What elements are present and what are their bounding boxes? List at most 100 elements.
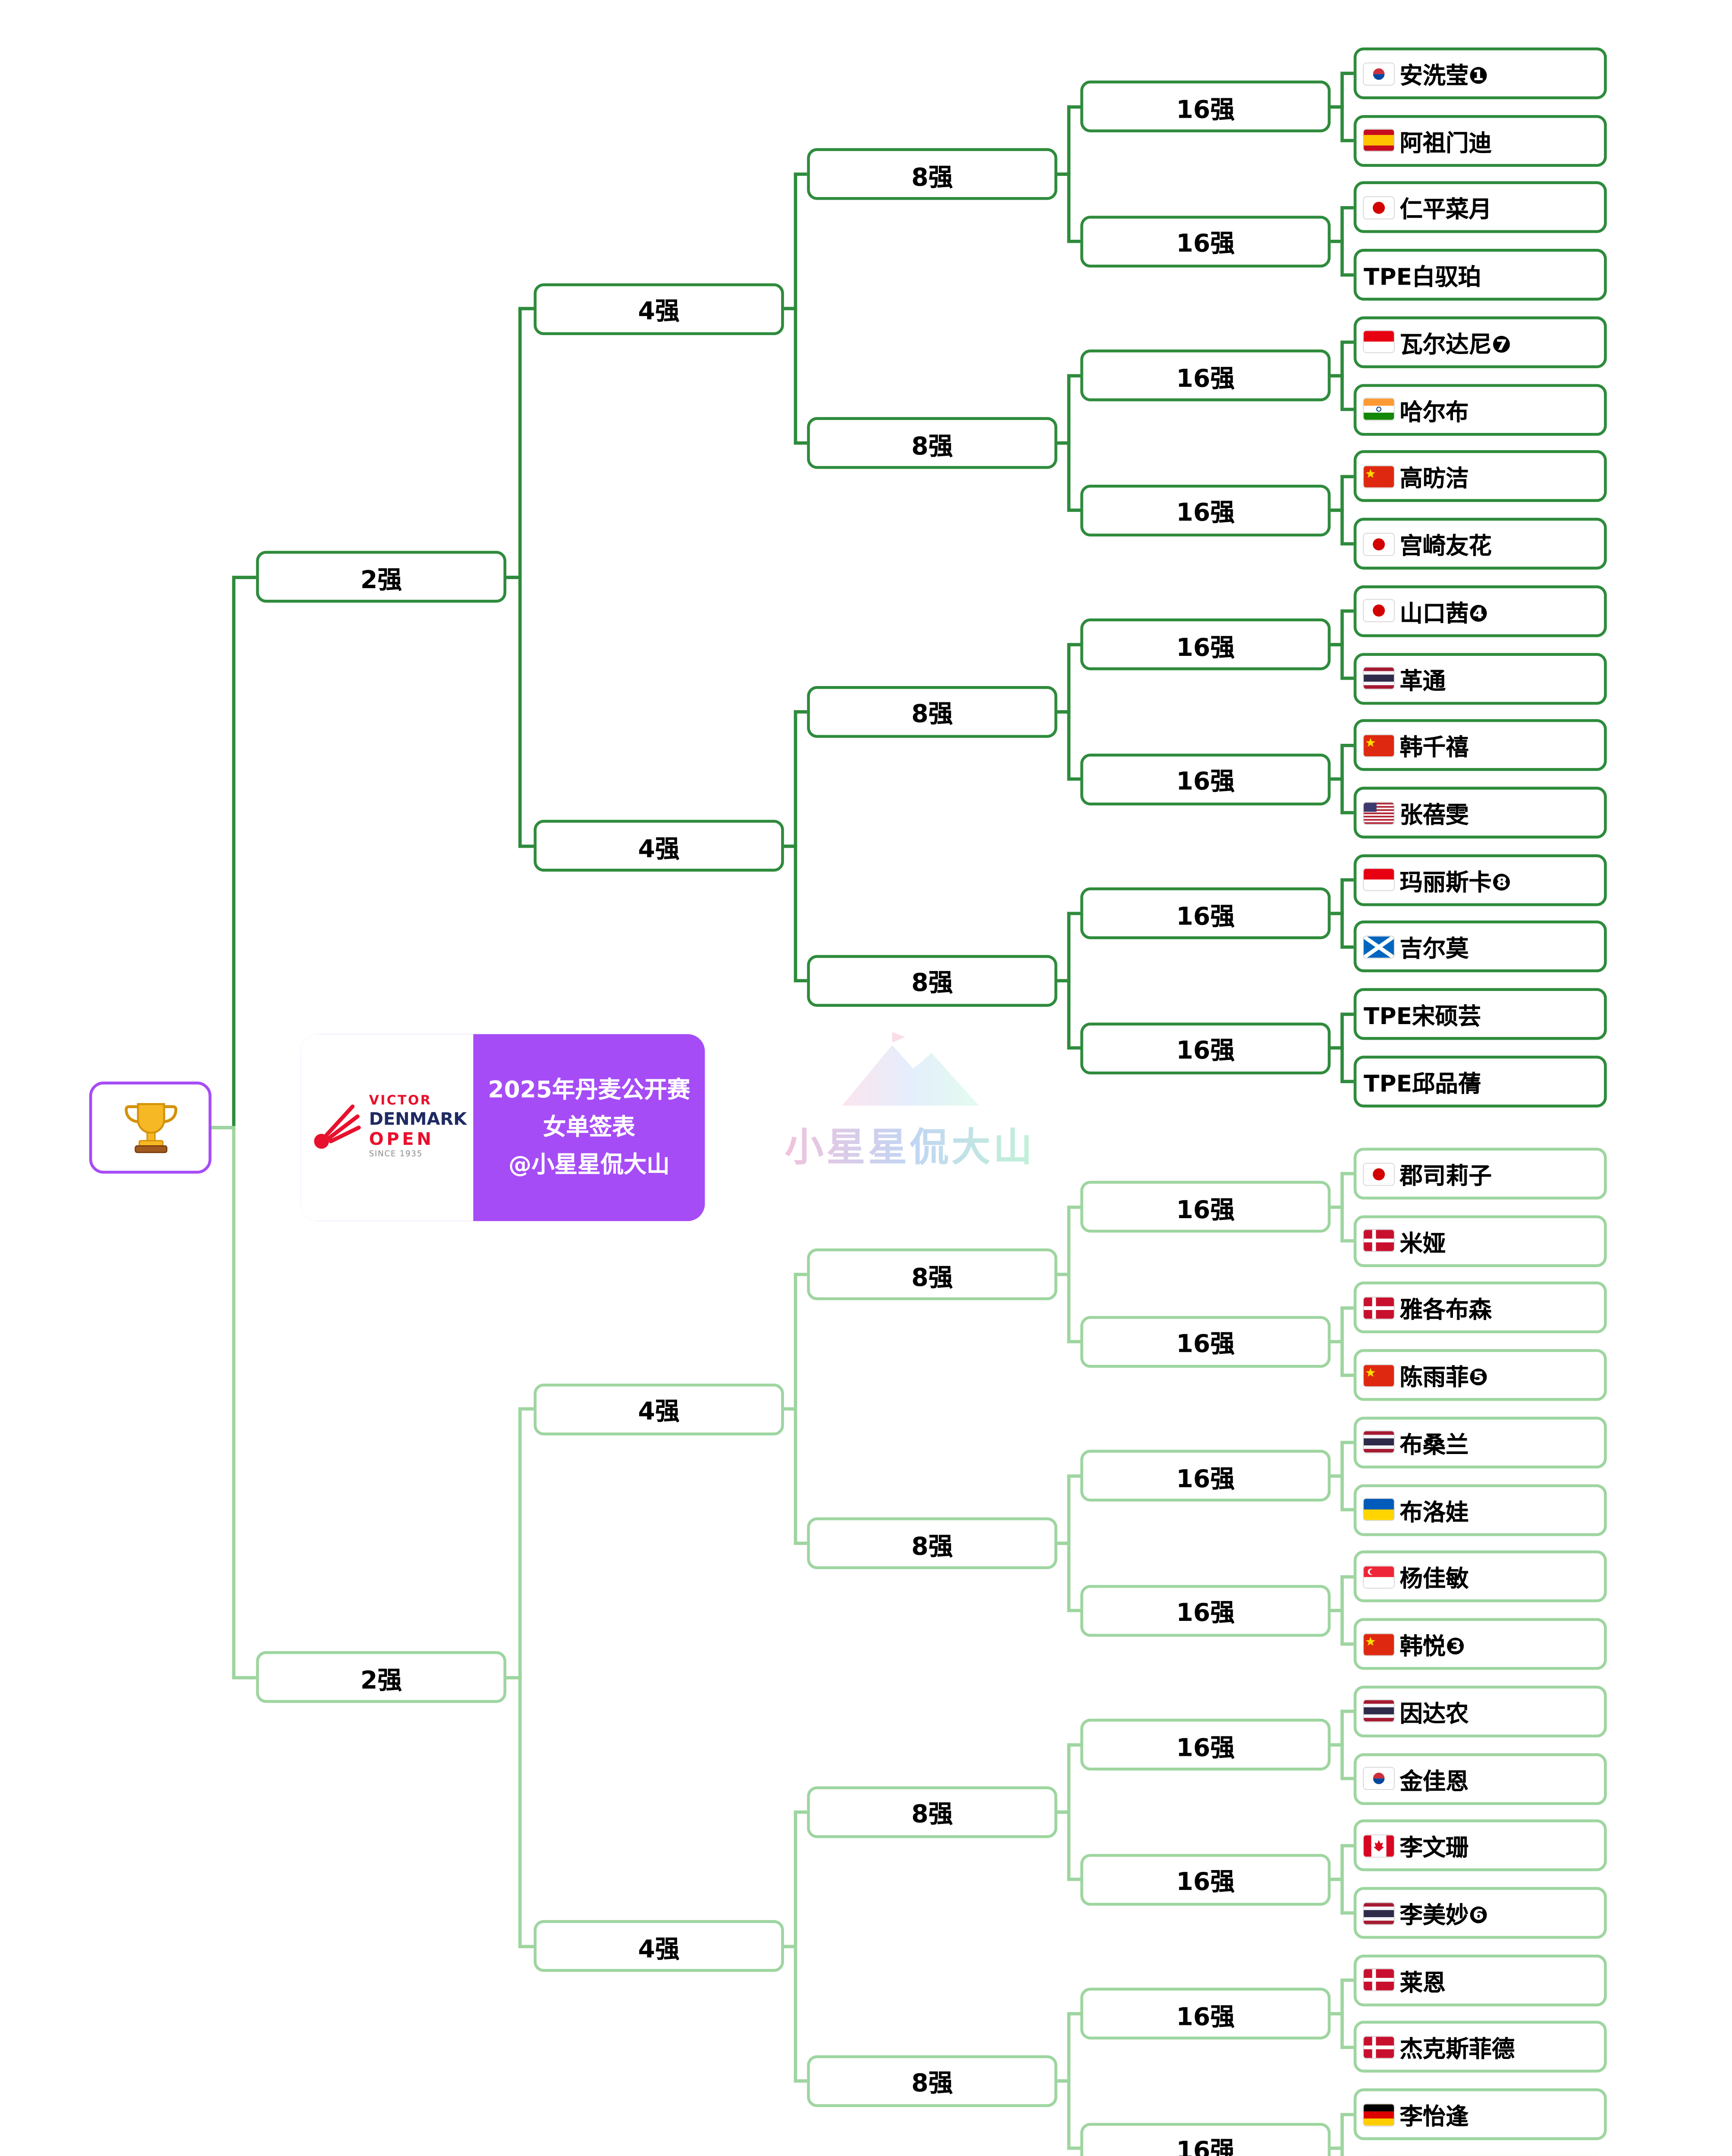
round-node-semi: 4强 xyxy=(533,282,784,335)
player-name: 张蓓雯 xyxy=(1399,801,1469,829)
bracket-connector xyxy=(1057,1542,1080,1612)
event-title-line: 2025年丹麦公开赛 xyxy=(488,1075,690,1103)
player-name: 阿祖门迪 xyxy=(1399,129,1492,157)
bracket-connector xyxy=(1330,912,1354,949)
watermark-text: 小星星侃大山 xyxy=(777,1116,1043,1172)
bracket-connector xyxy=(784,172,807,310)
player-node: 李文珊 xyxy=(1353,1820,1607,1872)
logo-brand-line: VICTOR xyxy=(369,1095,432,1109)
player-name: 韩悦❸ xyxy=(1399,1633,1465,1660)
logo-brand-line: DENMARK xyxy=(369,1108,467,1129)
bracket-connector xyxy=(1330,1575,1354,1612)
player-name: 郡司莉子 xyxy=(1399,1162,1492,1190)
bracket-connector xyxy=(1057,2079,1080,2150)
logo-brand-line: OPEN xyxy=(369,1128,434,1149)
bracket-connector xyxy=(1057,1205,1080,1276)
player-name: 高昉洁 xyxy=(1399,465,1469,492)
player-name: 哈尔布 xyxy=(1399,398,1469,426)
flag-us-icon xyxy=(1364,802,1394,824)
bracket-connector xyxy=(211,1126,256,1680)
player-node: 杨佳敏 xyxy=(1353,1551,1607,1603)
flag-sg-icon xyxy=(1364,1566,1394,1588)
flag-cn-icon xyxy=(1364,735,1394,756)
bracket-connector xyxy=(1330,2113,1354,2150)
event-subtitle-line: 女单签表 xyxy=(543,1113,635,1141)
round-node-final: 2强 xyxy=(256,1651,507,1704)
round-node-semi: 4强 xyxy=(533,820,784,872)
round-node-r16: 16强 xyxy=(1080,753,1331,805)
player-name: 布桑兰 xyxy=(1399,1431,1469,1458)
round-node-r16: 16强 xyxy=(1080,350,1331,402)
round-node-semi: 4强 xyxy=(533,1383,784,1435)
player-node: 安洗莹❶ xyxy=(1353,47,1607,100)
bracket-connector xyxy=(1330,1441,1354,1478)
player-node: 革通 xyxy=(1353,652,1607,704)
round-node-r16: 16强 xyxy=(1080,81,1331,133)
bracket-connector xyxy=(506,307,534,579)
bracket-connector xyxy=(1057,1474,1080,1545)
bracket-connector xyxy=(784,307,807,445)
round-node-final: 2强 xyxy=(256,552,507,604)
player-name: 布洛娃 xyxy=(1399,1498,1469,1526)
player-name: 李美妙❻ xyxy=(1399,1901,1488,1929)
round-node-r16: 16强 xyxy=(1080,887,1331,940)
bracket-connector xyxy=(1330,1205,1354,1243)
bracket-connector xyxy=(1330,609,1354,646)
flag-dk-icon xyxy=(1364,1297,1394,1319)
bracket-connector xyxy=(1330,2147,1344,2156)
bracket-connector xyxy=(1330,105,1354,142)
player-name: 瓦尔达尼❼ xyxy=(1399,330,1512,358)
bracket-connector xyxy=(506,1676,534,1949)
round-node-r16: 16强 xyxy=(1080,618,1331,671)
player-name: 雅各布森 xyxy=(1399,1296,1492,1324)
bracket-connector xyxy=(1330,1474,1354,1511)
player-name: 仁平菜月 xyxy=(1399,196,1492,224)
event-title-card: VICTOR DENMARK OPEN SINCE 1935 2025年丹麦公开… xyxy=(301,1034,705,1221)
round-node-quarter: 8强 xyxy=(807,417,1057,469)
player-node: 韩悦❸ xyxy=(1353,1618,1607,1670)
round-node-r16: 16强 xyxy=(1080,1584,1331,1636)
event-title-text: 2025年丹麦公开赛 女单签表 @小星星侃大山 xyxy=(473,1034,705,1221)
bracket-connector xyxy=(1330,1306,1354,1344)
bracket-connector xyxy=(506,576,534,848)
bracket-connector xyxy=(1330,475,1354,512)
flag-cn-icon xyxy=(1364,1633,1394,1655)
logo-text: VICTOR DENMARK OPEN SINCE 1935 xyxy=(369,1095,467,1160)
victor-denmark-open-logo: VICTOR DENMARK OPEN SINCE 1935 xyxy=(301,1034,474,1221)
event-author-line: @小星星侃大山 xyxy=(508,1150,670,1178)
player-name: TPE邱品蒨 xyxy=(1364,1070,1481,1097)
player-name: TPE宋硕芸 xyxy=(1364,1003,1481,1030)
player-node: 米娅 xyxy=(1353,1215,1607,1267)
flag-dk-icon xyxy=(1364,2037,1394,2058)
bracket-connector xyxy=(1330,1709,1354,1747)
flag-kr-icon xyxy=(1364,63,1394,84)
player-node: 张蓓雯 xyxy=(1353,787,1607,839)
round-node-quarter: 8强 xyxy=(807,686,1057,738)
round-node-semi: 4强 xyxy=(533,1921,784,1973)
mountain-star-logo-icon xyxy=(841,1032,979,1106)
bracket-connector xyxy=(1330,1877,1354,1915)
bracket-connector xyxy=(1057,2012,1080,2083)
round-node-quarter: 8强 xyxy=(807,2055,1057,2107)
flag-th-icon xyxy=(1364,1432,1394,1453)
player-node: 郡司莉子 xyxy=(1353,1147,1607,1200)
bracket-connector xyxy=(1330,1743,1354,1780)
round-node-quarter: 8强 xyxy=(807,955,1057,1007)
bracket-connector xyxy=(1330,1046,1354,1083)
player-node: 瓦尔达尼❼ xyxy=(1353,316,1607,368)
player-node: 仁平菜月 xyxy=(1353,182,1607,234)
flag-jp-icon xyxy=(1364,600,1394,622)
bracket-connector xyxy=(1057,172,1080,243)
bracket-connector xyxy=(1057,105,1080,176)
bracket-connector xyxy=(1330,2012,1354,2049)
round-node-quarter: 8强 xyxy=(807,1517,1057,1570)
round-node-r16: 16强 xyxy=(1080,484,1331,536)
player-node: 宫崎友花 xyxy=(1353,518,1607,570)
bracket-connector xyxy=(784,1407,807,1545)
player-node: 因达农 xyxy=(1353,1685,1607,1737)
flag-id-icon xyxy=(1364,332,1394,353)
player-node: 李美妙❻ xyxy=(1353,1887,1607,1939)
player-name: 宫崎友花 xyxy=(1399,532,1492,560)
